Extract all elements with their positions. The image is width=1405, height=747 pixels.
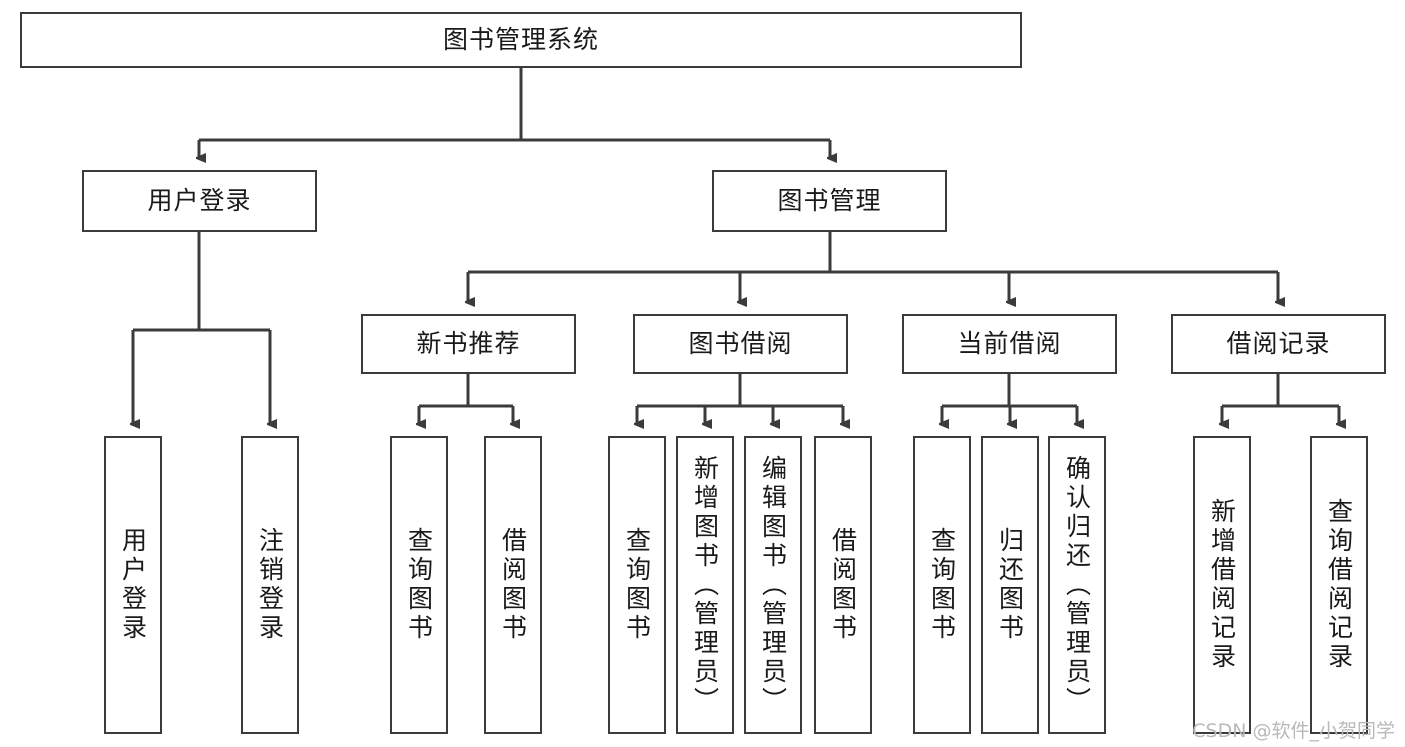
node-root-system[interactable]: 图书管理系统 [20, 12, 1022, 68]
node-label: 注销登录 [255, 527, 285, 643]
node-label: 新增借阅记录 [1207, 498, 1237, 672]
node-label: 借阅图书 [828, 527, 858, 643]
leaf-book-borrow-edit[interactable]: 编辑图书（管理员） [744, 436, 802, 734]
leaf-book-borrow-add[interactable]: 新增图书（管理员） [676, 436, 734, 734]
node-label: 新增图书（管理员） [690, 454, 720, 716]
leaf-new-book-query[interactable]: 查询图书 [390, 436, 448, 734]
node-label: 归还图书 [995, 527, 1025, 643]
node-label: 图书借阅 [688, 329, 793, 359]
node-label: 当前借阅 [957, 329, 1062, 359]
leaf-borrow-record-query[interactable]: 查询借阅记录 [1310, 436, 1368, 734]
leaf-book-borrow-query[interactable]: 查询图书 [608, 436, 666, 734]
leaf-user-login-login[interactable]: 用户登录 [104, 436, 162, 734]
node-label: 查询借阅记录 [1324, 498, 1354, 672]
node-label: 编辑图书（管理员） [758, 454, 788, 716]
node-label: 图书管理系统 [442, 25, 599, 55]
node-label: 借阅记录 [1226, 329, 1331, 359]
node-label: 用户登录 [118, 527, 148, 643]
node-label: 新书推荐 [416, 329, 521, 359]
node-label: 查询图书 [622, 527, 652, 643]
node-label: 确认归还（管理员） [1062, 454, 1092, 716]
leaf-current-borrow-confirm-return[interactable]: 确认归还（管理员） [1048, 436, 1106, 734]
node-label: 查询图书 [927, 527, 957, 643]
leaf-book-borrow-borrow[interactable]: 借阅图书 [814, 436, 872, 734]
node-label: 用户登录 [147, 186, 252, 216]
leaf-borrow-record-add[interactable]: 新增借阅记录 [1193, 436, 1251, 734]
node-book-management[interactable]: 图书管理 [712, 170, 947, 232]
watermark: CSDN @软件_小贺同学 [1192, 720, 1395, 742]
node-borrow-record[interactable]: 借阅记录 [1171, 314, 1386, 374]
node-current-borrow[interactable]: 当前借阅 [902, 314, 1117, 374]
node-new-book-recommend[interactable]: 新书推荐 [361, 314, 576, 374]
node-user-login[interactable]: 用户登录 [82, 170, 317, 232]
leaf-user-login-logout[interactable]: 注销登录 [241, 436, 299, 734]
node-label: 查询图书 [404, 527, 434, 643]
node-label: 借阅图书 [498, 527, 528, 643]
leaf-new-book-borrow[interactable]: 借阅图书 [484, 436, 542, 734]
leaf-current-borrow-return[interactable]: 归还图书 [981, 436, 1039, 734]
node-label: 图书管理 [777, 186, 882, 216]
node-book-borrow[interactable]: 图书借阅 [633, 314, 848, 374]
leaf-current-borrow-query[interactable]: 查询图书 [913, 436, 971, 734]
